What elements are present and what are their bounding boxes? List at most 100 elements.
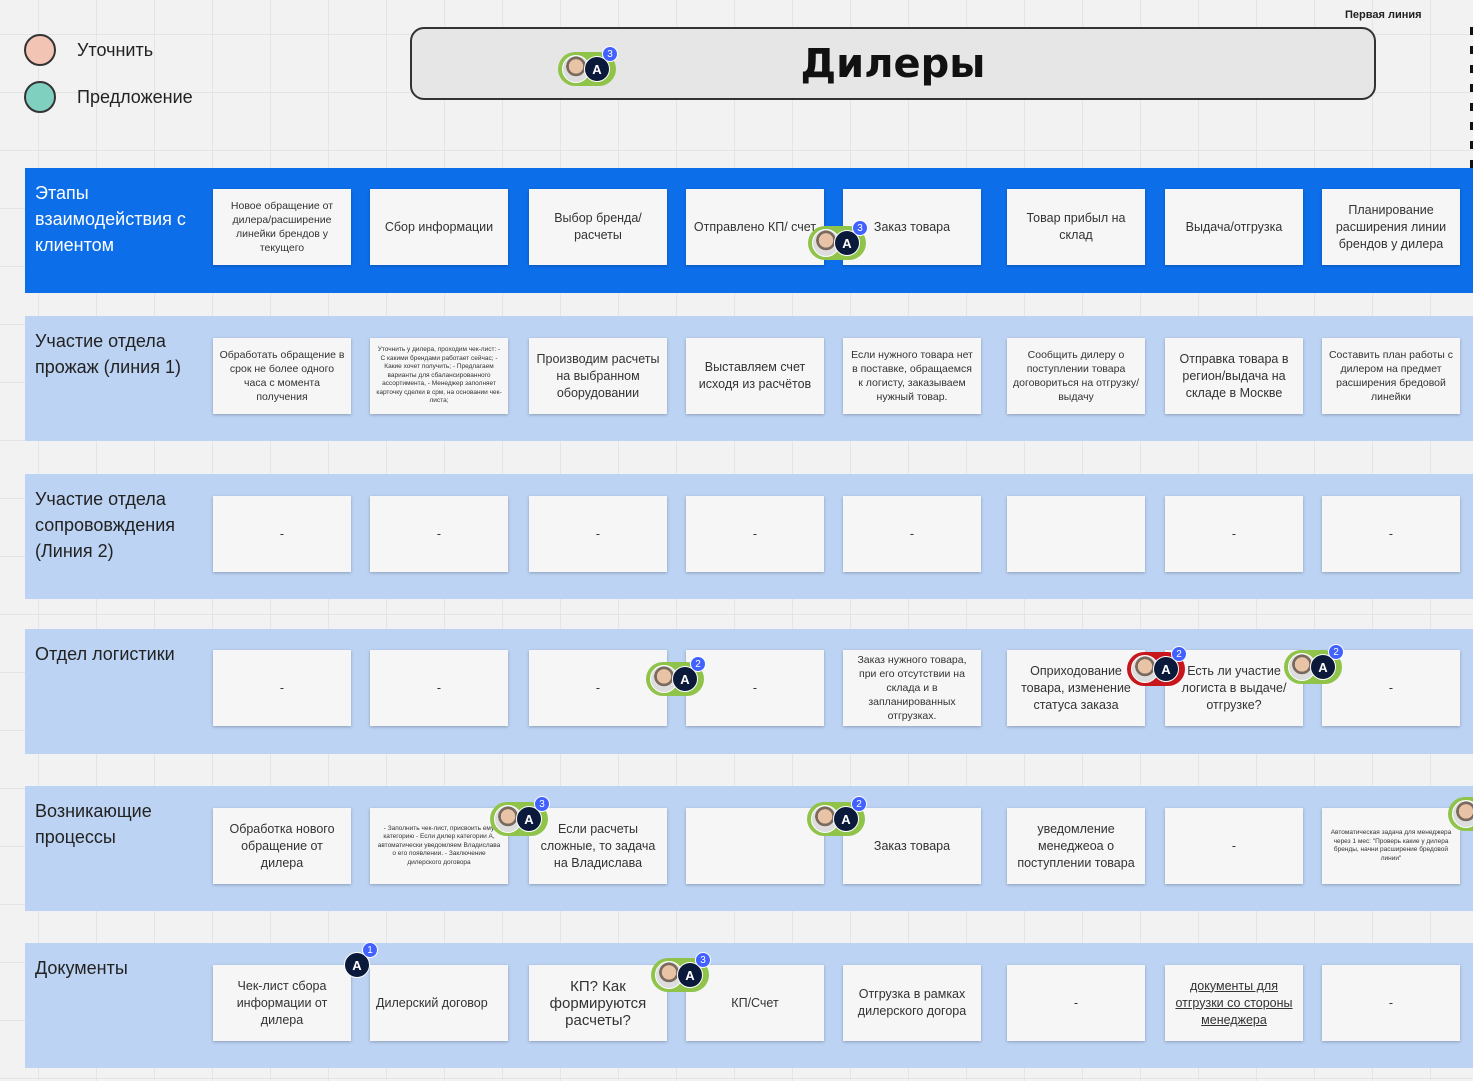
sticky-note[interactable]: Новое обращение от дилера/расширение лин…	[213, 189, 351, 265]
sticky-note[interactable]: КП? Как формируются расчеты?	[529, 965, 667, 1041]
frame-label[interactable]: Первая линия	[1345, 9, 1422, 21]
sticky-note-text: Отправлено КП/ счет	[693, 219, 817, 234]
sticky-note[interactable]: Сообщить дилеру о поступлении товара дог…	[1007, 338, 1145, 414]
sticky-note[interactable]: Дилерский договор	[370, 965, 508, 1041]
sticky-note[interactable]: Оприходование товара, изменение статуса …	[1007, 650, 1145, 726]
sticky-note-text: Обработать обращение в срок не более одн…	[219, 349, 345, 403]
sticky-note-text: Заказ нужного товара, при его отсутствии…	[857, 654, 967, 722]
sticky-note-text: -	[595, 680, 601, 695]
sticky-note-text: Отправка товара в регион/выдача на склад…	[1179, 351, 1289, 400]
sticky-note[interactable]	[686, 808, 824, 884]
sticky-note-text: Планирование расширения линии брендов у …	[1335, 202, 1447, 251]
sticky-note[interactable]: Отправлено КП/ счет	[686, 189, 824, 265]
sticky-note-text: Если расчеты сложные, то задача на Влади…	[540, 821, 656, 870]
sticky-note[interactable]: Заказ нужного товара, при его отсутствии…	[843, 650, 981, 726]
sticky-note[interactable]: -	[370, 496, 508, 572]
sticky-note-text: Обработка нового обращение от дилера	[229, 821, 335, 870]
sticky-note[interactable]: -	[529, 496, 667, 572]
sticky-note[interactable]: документы для отгрузки со стороны менедж…	[1165, 965, 1303, 1041]
sticky-note[interactable]: Товар прибыл на склад	[1007, 189, 1145, 265]
sticky-note[interactable]: Обработать обращение в срок не более одн…	[213, 338, 351, 414]
lane-label: Отдел логистики	[35, 644, 175, 664]
sticky-note-text: уведомление менеджеоа о поступлении това…	[1017, 821, 1135, 870]
sticky-note-text: Заказ товара	[873, 219, 951, 234]
sticky-note[interactable]: Уточнить у дилера, проходим чек-лист: - …	[370, 338, 508, 414]
sticky-note-text: Выставляем счет исходя из расчётов	[698, 360, 812, 391]
lane-label: Возникающие процессы	[35, 801, 152, 847]
sticky-note[interactable]: Автоматическая задача для менеджера чере…	[1322, 808, 1460, 884]
legend-swatch	[24, 34, 56, 66]
sticky-note[interactable]: -	[1165, 496, 1303, 572]
sticky-note-text: -	[1388, 680, 1394, 695]
board-title[interactable]: Дилеры	[410, 27, 1376, 100]
sticky-note-text: -	[279, 526, 285, 541]
sticky-note[interactable]: -	[1322, 496, 1460, 572]
sticky-note[interactable]: Выставляем счет исходя из расчётов	[686, 338, 824, 414]
sticky-note-text: Отгрузка в рамках дилерского догора	[857, 987, 967, 1018]
sticky-note[interactable]: Отгрузка в рамках дилерского догора	[843, 965, 981, 1041]
sticky-note-text: -	[909, 526, 915, 541]
sticky-note[interactable]: Производим расчеты на выбранном оборудов…	[529, 338, 667, 414]
sticky-note-text: Автоматическая задача для менеджера чере…	[1330, 829, 1452, 862]
legend-label: Предложение	[77, 86, 193, 107]
sticky-note[interactable]: -	[370, 650, 508, 726]
sticky-note[interactable]: -	[686, 496, 824, 572]
sticky-note[interactable]: Отправка товара в регион/выдача на склад…	[1165, 338, 1303, 414]
sticky-note[interactable]: Есть ли участие логиста в выдаче/ отгруз…	[1165, 650, 1303, 726]
sticky-note-text: Товар прибыл на склад	[1026, 211, 1126, 242]
sticky-note-text: Есть ли участие логиста в выдаче/ отгруз…	[1181, 663, 1287, 712]
sticky-note[interactable]: Заказ товара	[843, 808, 981, 884]
sticky-note[interactable]: -	[843, 496, 981, 572]
sticky-note[interactable]: Сбор информации	[370, 189, 508, 265]
lane-label: Документы	[35, 958, 128, 978]
user-avatar-initial[interactable]: A	[833, 806, 859, 832]
comment-count-badge: 3	[602, 46, 618, 62]
sticky-note-text: Новое обращение от дилера/расширение лин…	[230, 200, 334, 254]
sticky-note[interactable]: Выдача/отгрузка	[1165, 189, 1303, 265]
sticky-note-text: -	[436, 526, 442, 541]
sticky-note[interactable]: уведомление менеджеоа о поступлении това…	[1007, 808, 1145, 884]
sticky-note[interactable]: -	[1322, 650, 1460, 726]
comment-cluster[interactable]	[1448, 797, 1473, 833]
sticky-note[interactable]: -	[686, 650, 824, 726]
lane-label: Этапы взаимодействия с клиентом	[35, 183, 186, 255]
sticky-note[interactable]: - Заполнить чек-лист, присвоить ему кате…	[370, 808, 508, 884]
sticky-note[interactable]: Обработка нового обращение от дилера	[213, 808, 351, 884]
sticky-note[interactable]: Выбор бренда/ расчеты	[529, 189, 667, 265]
sticky-note[interactable]: Если расчеты сложные, то задача на Влади…	[529, 808, 667, 884]
sticky-note[interactable]: -	[1165, 808, 1303, 884]
sticky-note-text: -	[595, 526, 601, 541]
sticky-note[interactable]: -	[213, 496, 351, 572]
sticky-note-text: -	[752, 526, 758, 541]
sticky-note-text: Сообщить дилеру о поступлении товара дог…	[1013, 349, 1140, 403]
lane-label: Участие отдела прожаж (линия 1)	[35, 331, 181, 377]
sticky-note[interactable]: КП/Счет	[686, 965, 824, 1041]
sticky-note-text: - Заполнить чек-лист, присвоить ему кате…	[377, 824, 501, 866]
sticky-note-text: Заказ товара	[873, 838, 951, 853]
sticky-note[interactable]: Планирование расширения линии брендов у …	[1322, 189, 1460, 265]
comment-count-badge: 1	[362, 942, 378, 958]
sticky-note[interactable]: -	[1322, 965, 1460, 1041]
sticky-note[interactable]: -	[529, 650, 667, 726]
sticky-note-text: Выбор бренда/ расчеты	[554, 211, 642, 242]
sticky-note-text: Дилерский договор	[376, 995, 488, 1010]
sticky-note[interactable]	[1007, 496, 1145, 572]
sticky-note-text: документы для отгрузки со стороны менедж…	[1175, 978, 1293, 1027]
sticky-note[interactable]: Если нужного товара нет в поставке, обра…	[843, 338, 981, 414]
sticky-note[interactable]: Составить план работы с дилером на предм…	[1322, 338, 1460, 414]
sticky-note[interactable]: Чек-лист сбора информации от дилера	[213, 965, 351, 1041]
legend-item-clarify: Уточнить	[24, 34, 153, 66]
sticky-note[interactable]: -	[213, 650, 351, 726]
sticky-note[interactable]: -	[1007, 965, 1145, 1041]
user-avatar-initial[interactable]: A	[344, 952, 370, 978]
user-avatar[interactable]	[1452, 800, 1473, 828]
